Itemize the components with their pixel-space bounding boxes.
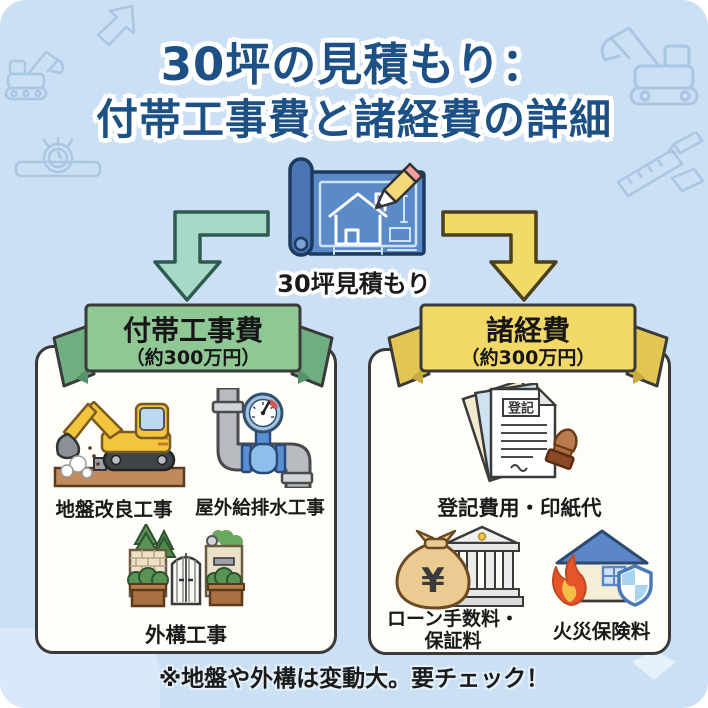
left-card: 地盤改良工事 屋外給排水工事 [35, 345, 337, 654]
right-banner: 諸経費 （約300万円） [383, 302, 673, 394]
fire-insurance-icon [552, 529, 653, 607]
left-banner-title: 付帯工事費 [122, 314, 263, 347]
water-pipe-icon [211, 388, 314, 488]
water-meter-doodle [14, 136, 102, 178]
right-banner-title: 諸経費 [485, 314, 570, 347]
page-title-line1: 30坪の見積もり： [160, 38, 548, 91]
item-label-outdoor-plumbing: 屋外給排水工事 [195, 498, 325, 519]
center-label: 30坪見積もり [277, 270, 431, 298]
item-label-fire-insurance: 火災保険料 [552, 620, 651, 643]
excavator-doodle-top-left [4, 50, 65, 101]
ruler-pencil-doodle [616, 132, 704, 198]
footer-note: ※地盤や外構は変動大。要チェック！ [158, 666, 550, 692]
arrow-doodle [96, 4, 136, 47]
green-ribbon [52, 303, 334, 388]
left-banner: 付帯工事費 （約300万円） [48, 302, 338, 394]
right-banner-subtitle: （約300万円） [460, 347, 596, 369]
hanko-stamp-icon [544, 428, 578, 470]
page-title-line2: 付帯工事費と諸経費の詳細 [95, 95, 612, 144]
item-label-ground-improvement: 地盤改良工事 [55, 498, 173, 521]
excavator-icon [53, 400, 186, 488]
yen-symbol: ¥ [421, 561, 445, 601]
left-arrow [153, 210, 270, 302]
item-label-loan-fees: ローン手数料・ 保証料 [386, 608, 520, 652]
item-label-registration-fees: 登記費用・印紙代 [437, 496, 602, 520]
right-card: 登記 登記費用・印紙代 ¥ [368, 348, 671, 655]
excavator-doodle-top-right [600, 26, 699, 106]
branch-arrows [153, 210, 558, 302]
stamp-box-text: 登記 [507, 401, 534, 417]
right-arrow [441, 210, 558, 302]
item-label-exterior-work: 外構工事 [145, 623, 227, 647]
registry-documents-icon: 登記 [461, 383, 578, 483]
sparkle [632, 650, 676, 680]
gate-fence-icon [127, 524, 245, 608]
pencil-icon [374, 162, 424, 210]
yellow-ribbon [387, 303, 669, 388]
left-banner-subtitle: （約300万円） [125, 347, 261, 369]
money-bag-bank-icon: ¥ [395, 525, 524, 610]
blueprint-icon [288, 157, 426, 257]
